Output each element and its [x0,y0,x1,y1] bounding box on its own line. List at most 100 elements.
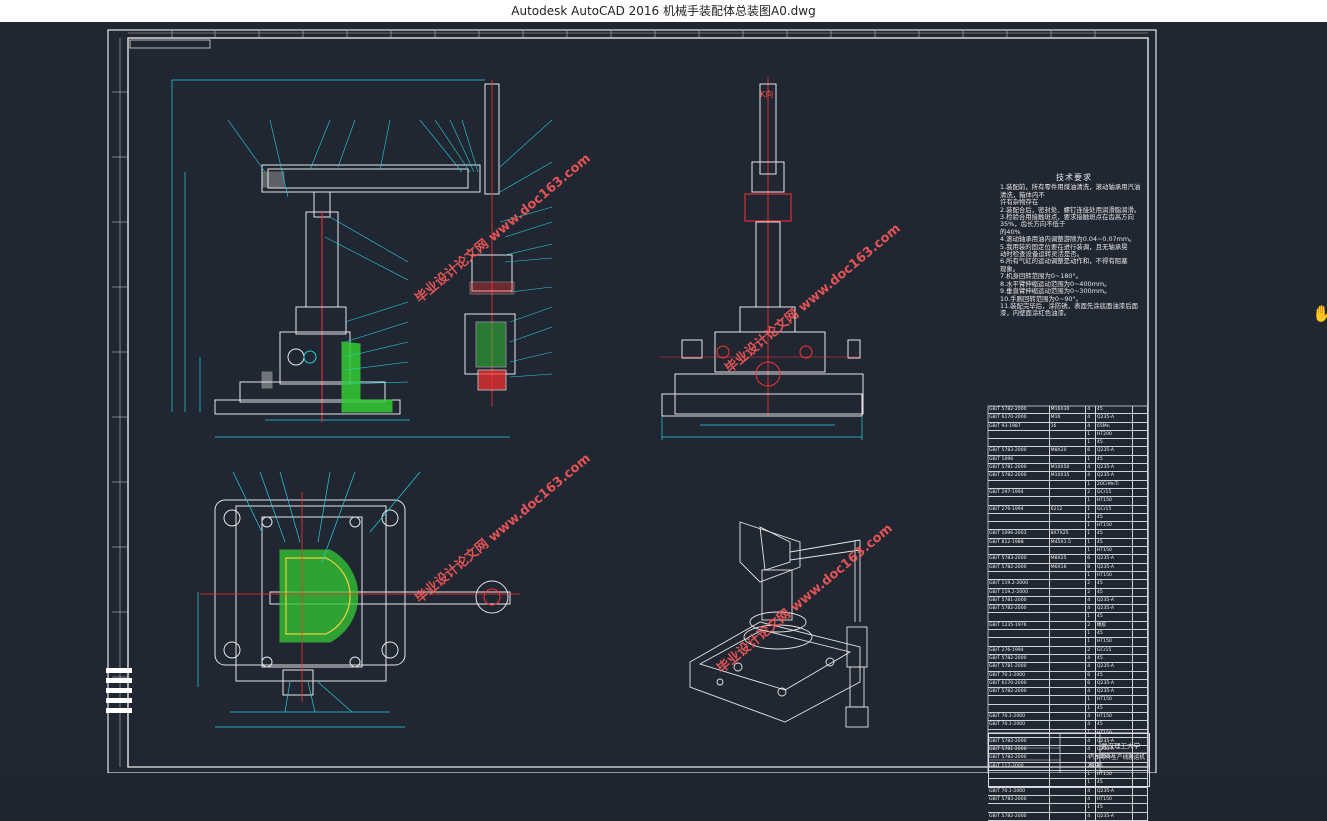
drawing-canvas[interactable]: K向 技术要求 1.装配前，所有零件用煤油清洗，滚动轴承用汽油清洗，箱体内不许有… [0,22,1327,821]
bom-cell: 45 [1096,455,1133,464]
bom-cell [1050,605,1087,613]
tech-line: 3.检验合用接触斑点，要求接触斑点在齿高方向 [1000,213,1134,222]
bom-cell: Q235-A [1096,414,1133,422]
bom-cell: M8X20 [1050,447,1087,455]
tech-line: 漆，内壁面涂红色油漆。 [1000,309,1071,318]
bom-cell [1133,464,1148,472]
bom-cell: M45X1.5 [1050,538,1087,547]
bom-cell: HT150 [1096,795,1133,804]
bom-cell: 4 [1086,663,1096,671]
bom-cell: 8X7X25 [1050,530,1087,538]
bom-cell [1133,563,1148,571]
bom-cell [1133,613,1148,621]
bom-cell: 4 [1086,787,1096,795]
tech-line: 11.装配完毕后，涂防锈，表面先涂底面油漆后面 [1000,301,1138,310]
tech-line: 2.装配合后，密封处、螺钉连接处用润滑脂润滑。 [1000,205,1141,214]
bom-cell: 45 [1096,654,1133,663]
bom-cell: GB/T 5782-2000 [988,406,1050,414]
bom-cell: GB/T 5781-2000 [988,746,1050,754]
bom-cell [988,638,1050,646]
bom-cell [988,522,1050,530]
bom-cell [1133,447,1148,455]
bom-cell: GB/T 5782-2000 [988,563,1050,571]
bom-cell: 1 [1086,497,1096,505]
bom-cell [1133,762,1148,771]
bom-cell: 1 [1086,455,1096,464]
bom-cell [1050,812,1087,820]
school-name: 武汉理工大学 [1101,742,1140,750]
bom-cell [1133,414,1148,422]
tech-line: 8.水平臂伸缩运动范围为0~400mm。 [1000,279,1111,288]
bom-cell: Q235-A [1096,787,1133,795]
bom-cell [1133,439,1148,447]
bom-cell [1050,480,1087,488]
bom-cell: 45 [1096,704,1133,712]
bom-cell [1133,638,1148,646]
bom-cell: M8X25 [1050,555,1087,563]
bom-cell: 1 [1086,630,1096,638]
bom-cell [1050,488,1087,497]
bom-cell: 4 [1086,605,1096,613]
bom-cell: Q235-A [1096,754,1133,762]
bom-cell: 6 [1086,671,1096,679]
bom-cell [1133,737,1148,746]
bom-cell [1050,712,1087,721]
bom-cell: GB/T 1096-2003 [988,530,1050,538]
bom-cell [1050,630,1087,638]
bom-cell: 20CrMnTi [1096,480,1133,488]
bom-cell [1133,605,1148,613]
bom-cell: GB/T 119.2-2000 [988,588,1050,596]
cad-drawing[interactable] [0,22,1327,773]
bom-cell: 2 [1086,488,1096,497]
bom-cell: M16 [1050,414,1087,422]
tech-line: 9.垂直臂伸缩运动范围为0~300mm。 [1000,287,1111,296]
bom-cell: 45 [1096,580,1133,588]
top-view [214,499,511,696]
bom-cell: 4 [1086,737,1096,746]
bom-cell: GCr15 [1096,505,1133,513]
bom-cell: GB/T 5781-2000 [988,464,1050,472]
bom-cell: 1 [1086,571,1096,580]
bom-cell [1050,746,1087,754]
tech-line: 1.装配前，所有零件用煤油清洗，滚动轴承用汽油 [1000,183,1141,192]
bom-cell: GB/T 70.1-2000 [988,712,1050,721]
bom-cell [1050,721,1087,729]
bom-cell: HT150 [1096,547,1133,555]
bom-cell [1133,522,1148,530]
bom-cell: 1 [1086,704,1096,712]
bom-cell: 4 [1086,795,1096,804]
tech-line: 4.滚动轴承用油内调整游隙为0.04~0.07mm。 [1000,235,1136,244]
bom-cell: 6212 [1050,505,1087,513]
bom-cell: GB/T 119.2-2000 [988,580,1050,588]
bom-cell: 1 [1086,804,1096,812]
iso-view [689,521,869,728]
bom-cell [988,630,1050,638]
bom-cell: 1 [1086,530,1096,538]
bom-cell [1133,538,1148,547]
bom-cell: GB/T 117-2000 [988,762,1050,771]
bom-cell: GB/T 5781-2000 [988,596,1050,605]
bom-cell: GB/T 5783-2000 [988,447,1050,455]
bom-cell [1133,621,1148,630]
product-name: 汽车零件生产线搬运机械手 [1089,755,1145,769]
bom-cell: GB/T 70.1-2000 [988,671,1050,679]
bom-cell [1050,571,1087,580]
bom-cell: Q235-A [1096,596,1133,605]
bom-cell: GB/T 70.1-2000 [988,787,1050,795]
bom-cell [1133,679,1148,688]
bom-cell: 16 [1050,422,1087,430]
